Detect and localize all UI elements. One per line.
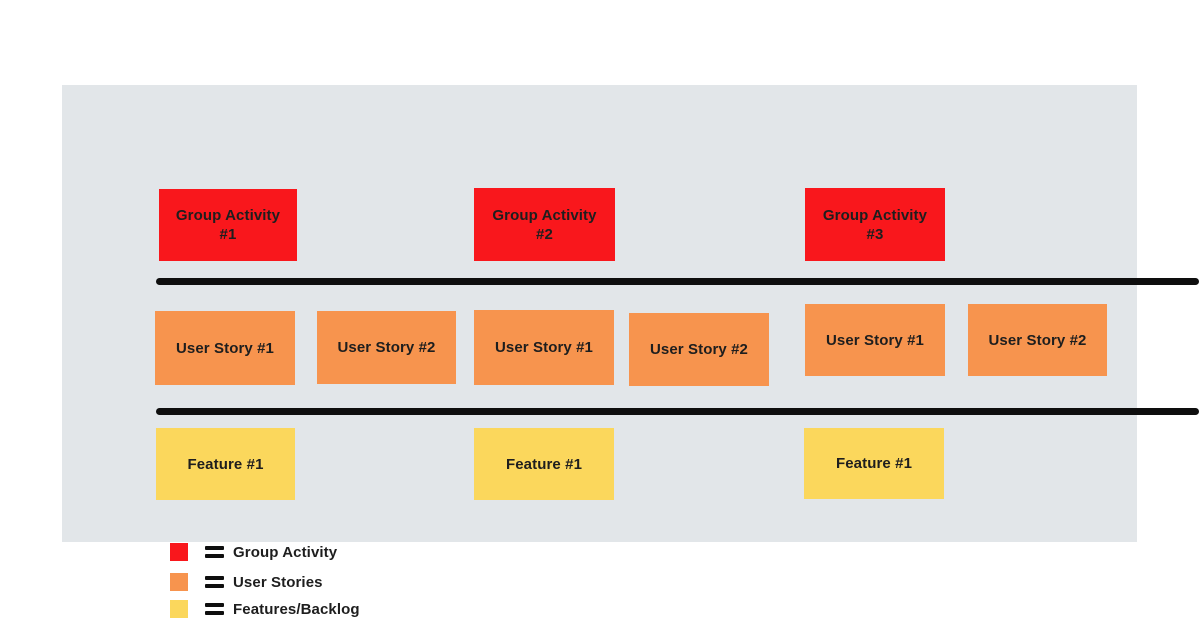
group-activity-label-line1: Group Activity <box>822 206 928 224</box>
group-activity-label-line2: #2 <box>536 225 553 243</box>
group-activity-card-1: Group Activity #1 <box>159 189 297 261</box>
user-story-card: User Story #1 <box>805 304 945 376</box>
user-story-card: User Story #2 <box>968 304 1107 376</box>
feature-label: Feature #1 <box>505 455 583 473</box>
user-story-label: User Story #1 <box>494 339 594 356</box>
group-activity-label: Group Activity #3 <box>823 206 927 244</box>
feature-label: Feature #1 <box>835 455 913 472</box>
equals-icon <box>205 603 224 615</box>
legend-item-features-backlog: Features/Backlog <box>170 599 360 619</box>
timeline-divider-bottom <box>156 408 1199 415</box>
group-activity-label-line2: #3 <box>866 225 884 243</box>
legend-label: Group Activity <box>233 543 338 561</box>
legend-item-group-activity: Group Activity <box>170 542 337 562</box>
user-story-card: User Story #1 <box>155 311 295 385</box>
legend-item-user-stories: User Stories <box>170 572 323 592</box>
group-activity-label-line1: Group Activity <box>492 206 597 224</box>
user-story-label: User Story #2 <box>337 339 436 356</box>
feature-label: Feature #1 <box>187 455 264 473</box>
legend-swatch-features-backlog <box>170 600 188 618</box>
group-activity-label-line1: Group Activity <box>175 207 281 224</box>
legend-label: Features/Backlog <box>233 600 360 618</box>
user-story-card: User Story #2 <box>629 313 769 386</box>
legend-label: User Stories <box>233 573 323 591</box>
user-story-card: User Story #1 <box>474 310 614 385</box>
user-story-label: User Story #2 <box>988 331 1087 349</box>
feature-card: Feature #1 <box>156 428 295 500</box>
group-activity-card-2: Group Activity #2 <box>474 188 615 261</box>
diagram-canvas: Group Activity #1 Group Activity #2 Grou… <box>62 85 1199 618</box>
feature-card: Feature #1 <box>804 428 944 499</box>
group-activity-label: Group Activity #1 <box>176 206 280 244</box>
user-story-label: User Story #1 <box>825 331 925 349</box>
group-activity-label: Group Activity #2 <box>492 206 596 244</box>
equals-icon <box>205 546 224 558</box>
group-activity-card-3: Group Activity #3 <box>805 188 945 261</box>
user-story-card: User Story #2 <box>317 311 456 384</box>
equals-icon <box>205 576 224 588</box>
legend-swatch-group-activity <box>170 543 188 561</box>
timeline-divider-top <box>156 278 1199 285</box>
user-story-label: User Story #2 <box>649 341 749 358</box>
feature-card: Feature #1 <box>474 428 614 500</box>
group-activity-label-line2: #1 <box>219 226 237 243</box>
legend-swatch-user-stories <box>170 573 188 591</box>
user-story-label: User Story #1 <box>175 339 275 357</box>
